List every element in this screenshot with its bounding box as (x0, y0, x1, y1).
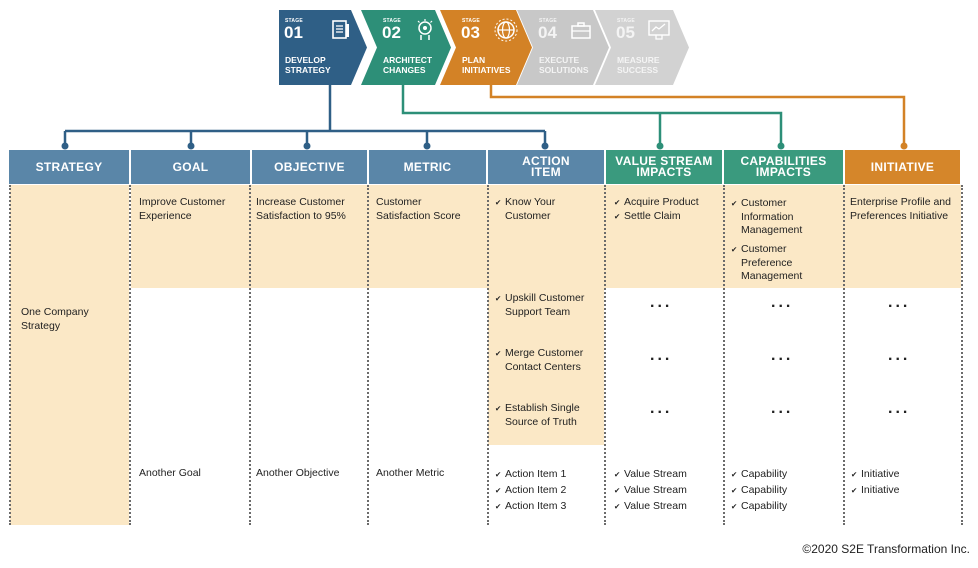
divider (487, 185, 489, 525)
stage-label: STAGE (285, 18, 303, 24)
header-goal: GOAL (131, 150, 250, 184)
stage-label: STAGE (383, 18, 401, 24)
divider (843, 185, 845, 525)
divider (367, 185, 369, 525)
value-stream-item: Value Stream (614, 468, 687, 482)
header-initiative: INITIATIVE (845, 150, 960, 184)
initiative-item: Initiative (851, 484, 900, 498)
divider (723, 185, 725, 525)
action-item: Action Item 2 (495, 484, 566, 498)
value-stream-item: Acquire Product (614, 196, 699, 210)
initiative-item: Initiative (851, 468, 900, 482)
stage-number: 05 (616, 23, 635, 42)
stage-label: STAGE (617, 18, 635, 24)
strategy-highlight (10, 185, 129, 525)
header-objective: OBJECTIVE (252, 150, 367, 184)
globe-target-icon (494, 18, 518, 42)
ellipsis: ... (650, 347, 673, 364)
capability-item: Capability (731, 484, 787, 498)
stage-label: STAGE (462, 18, 480, 24)
ellipsis: ... (888, 347, 911, 364)
trophy-chart-icon (648, 20, 670, 40)
ellipsis: ... (888, 294, 911, 311)
stage-number: 02 (382, 23, 401, 42)
ellipsis: ... (650, 294, 673, 311)
copyright: ©2020 S2E Transformation Inc. (802, 542, 970, 556)
value-stream-item: Settle Claim (614, 210, 681, 224)
ellipsis: ... (888, 400, 911, 417)
capability-item: Capability (731, 500, 787, 514)
chevron-shape (517, 10, 609, 85)
stage-number: 03 (461, 23, 480, 42)
chevron-shape (361, 10, 451, 85)
divider (249, 185, 251, 525)
value-stream-item: Value Stream (614, 484, 687, 498)
stage-label: STAGE (539, 18, 557, 24)
capability-item: Capability (731, 468, 787, 482)
goal-other: Another Goal (139, 467, 201, 479)
divider (9, 185, 11, 525)
ellipsis: ... (650, 400, 673, 417)
divider (961, 185, 963, 525)
briefcase-icon (571, 22, 591, 39)
ellipsis: ... (771, 347, 794, 364)
ellipsis: ... (771, 294, 794, 311)
divider (604, 185, 606, 525)
action-item: Action Item 3 (495, 500, 566, 514)
metric-other: Another Metric (376, 467, 445, 479)
chevron-shape (279, 10, 367, 85)
header-strategy: STRATEGY (9, 150, 129, 184)
divider (129, 185, 131, 525)
objective-other: Another Objective (256, 467, 340, 479)
document-icon (332, 20, 349, 39)
brain-gear-icon (417, 19, 433, 40)
value-stream-item: Value Stream (614, 500, 687, 514)
stage-number: 04 (538, 23, 557, 42)
stage-number: 01 (284, 23, 303, 42)
header-metric: METRIC (369, 150, 486, 184)
ellipsis: ... (771, 400, 794, 417)
connector-lines (61, 85, 908, 150)
action-item: Action Item 1 (495, 468, 566, 482)
chevron-shape (595, 10, 689, 85)
